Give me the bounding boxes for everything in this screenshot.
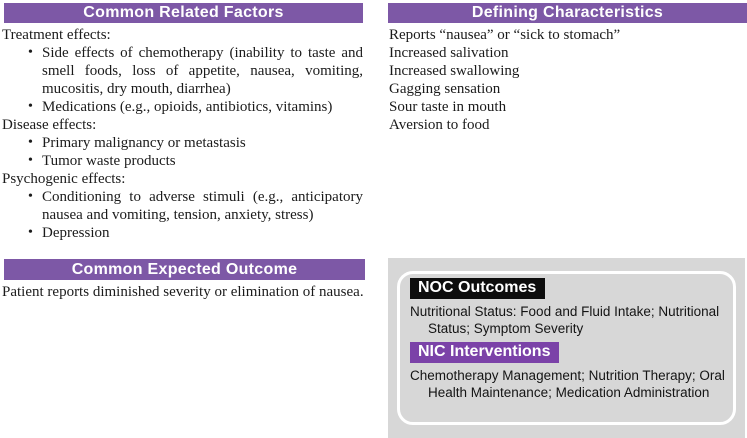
related-factors-list: Treatment effects: • Side effects of chemo…	[2, 26, 363, 242]
nic-interventions-label: NIC Interventions	[410, 342, 560, 363]
bullet-glyph: •	[28, 45, 33, 60]
defining-characteristics-list: Reports “nausea” or “sick to stomach” Inc…	[389, 26, 745, 134]
noc-outcomes-label: NOC Outcomes	[410, 278, 546, 299]
bullet-list-item: • Medications (e.g., opioids, antibiotics…	[2, 98, 363, 116]
bullet-list-item: • Tumor waste products	[2, 152, 363, 170]
text-line: Increased salivation	[389, 45, 509, 61]
bullet-glyph: •	[28, 153, 33, 168]
text-line: Patient reports diminished severity or e…	[2, 284, 364, 300]
noc-outcomes-text: Nutritional Status: Food and Fluid Intak…	[410, 304, 720, 336]
bullet-list-item: • Primary malignancy or metastasis	[2, 134, 363, 152]
text-line: Reports “nausea” or “sick to stomach”	[389, 27, 621, 43]
bullet-list-item: • Conditioning to adverse stimuli (e.g., …	[2, 188, 363, 224]
text-line: Sour taste in mouth	[389, 99, 507, 115]
bullet-text: Medications (e.g., opioids, antibiotics,…	[42, 99, 333, 115]
bullet-list-item: • Depression	[2, 224, 363, 242]
nic-interventions-text: Chemotherapy Management; Nutrition Thera…	[410, 368, 725, 400]
bullet-text: Conditioning to adverse stimuli (e.g., a…	[42, 189, 363, 223]
nic-interventions-tag-row: NIC Interventions	[410, 342, 732, 363]
text-line: Gagging sensation	[389, 81, 501, 97]
bullet-glyph: •	[28, 189, 33, 204]
bullet-glyph: •	[28, 99, 33, 114]
noc-outcomes-tag-row: NOC Outcomes	[410, 278, 732, 299]
bullet-list-item: • Side effects of chemotherapy (inability…	[2, 44, 363, 98]
bullet-glyph: •	[28, 135, 33, 150]
text-line: Increased swallowing	[389, 63, 520, 79]
defining-characteristics-header: Defining Characteristics	[388, 3, 747, 23]
bullet-glyph: •	[28, 225, 33, 240]
text-line: Aversion to food	[389, 117, 490, 133]
text-line: Psychogenic effects:	[2, 171, 126, 187]
text-line: Treatment effects:	[2, 27, 111, 43]
expected-outcome-header: Common Expected Outcome	[4, 259, 365, 280]
noc-nic-box-content: NOC Outcomes Nutritional Status: Food an…	[410, 278, 732, 401]
bullet-text: Side effects of chemotherapy (inability …	[42, 45, 363, 97]
noc-nic-box: NOC Outcomes Nutritional Status: Food an…	[388, 258, 745, 438]
text-line: Disease effects:	[2, 117, 97, 133]
bullet-text: Primary malignancy or metastasis	[42, 135, 246, 151]
bullet-text: Tumor waste products	[42, 153, 176, 169]
bullet-text: Depression	[42, 225, 110, 241]
noc-nic-box-frame	[397, 271, 736, 425]
related-factors-header: Common Related Factors	[4, 3, 363, 23]
expected-outcome-text: Patient reports diminished severity or e…	[2, 283, 365, 301]
